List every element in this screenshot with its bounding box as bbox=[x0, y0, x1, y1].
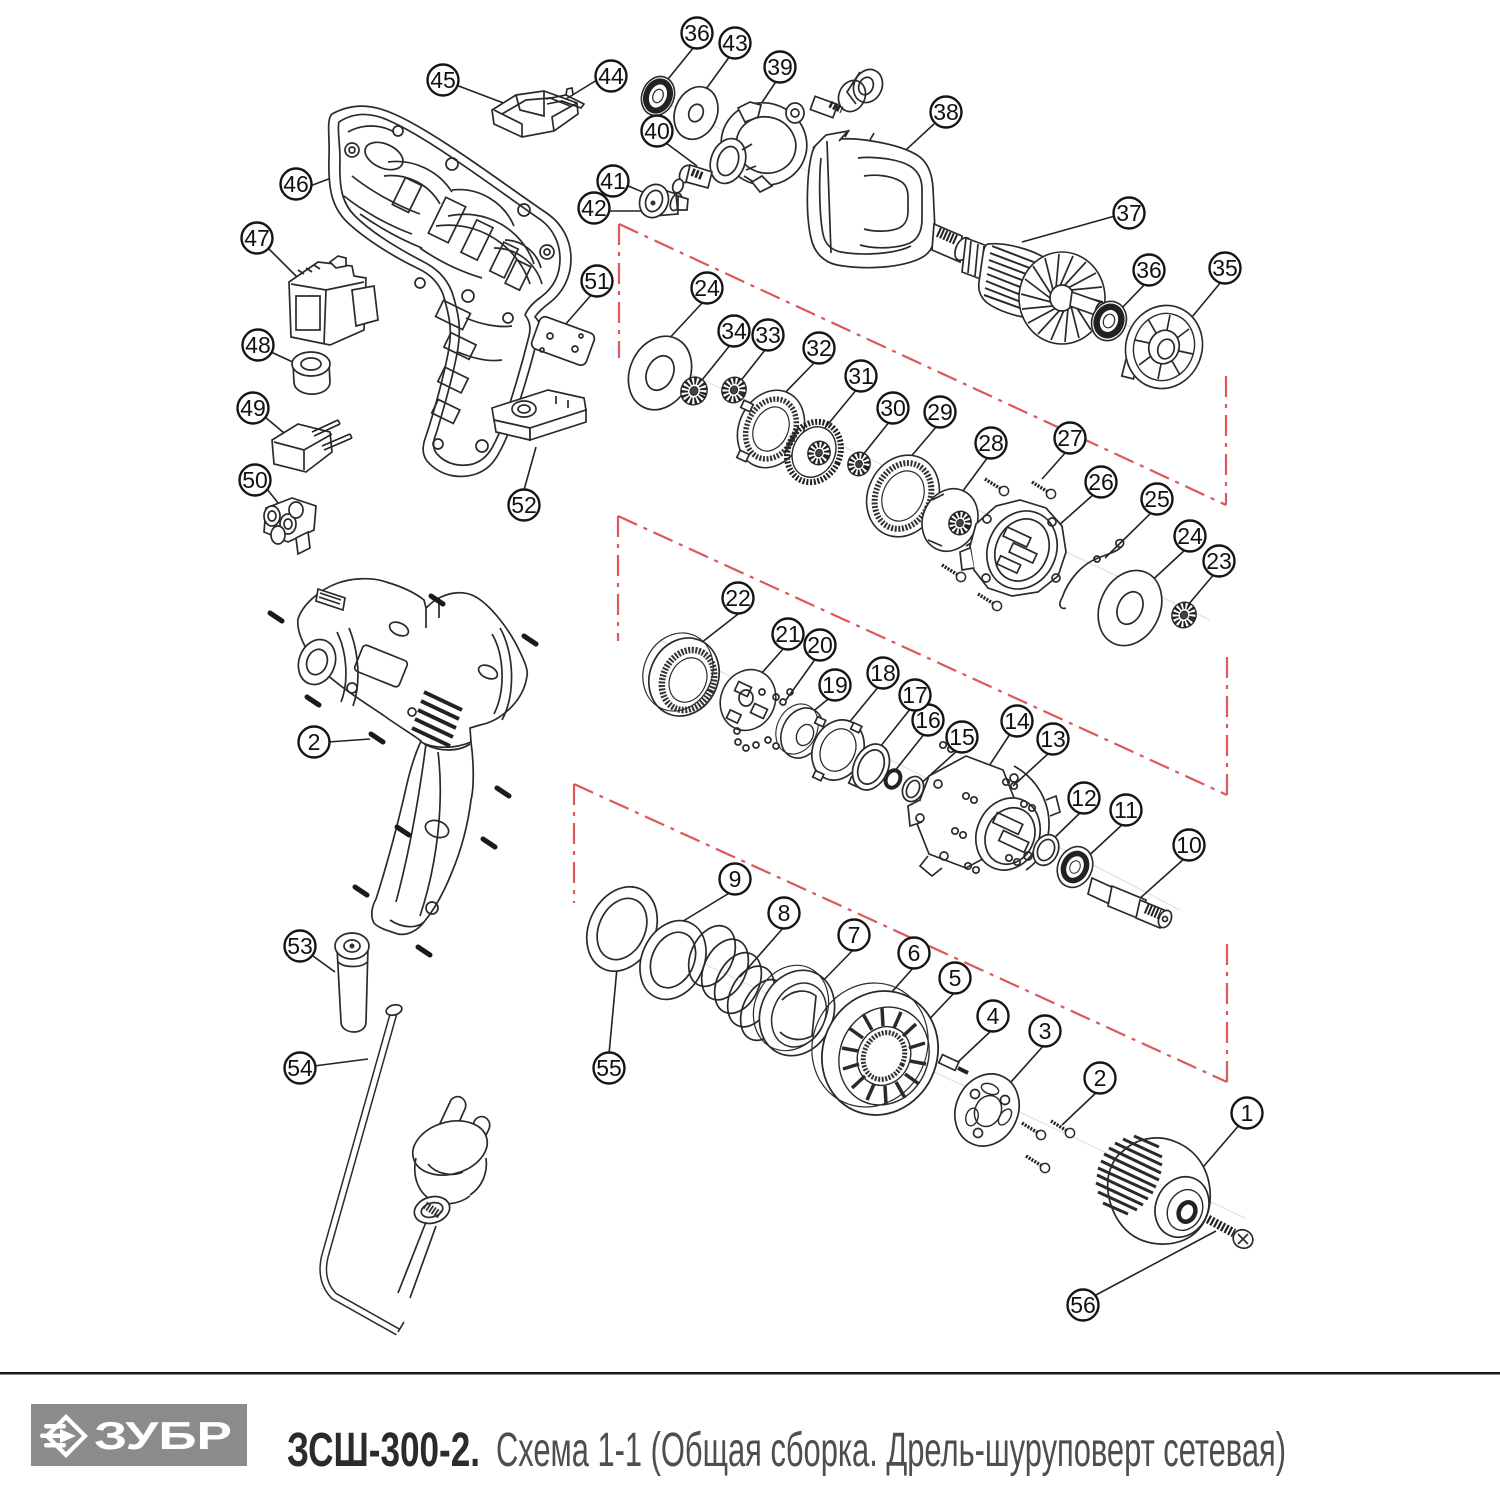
svg-text:28: 28 bbox=[978, 430, 1004, 456]
svg-text:32: 32 bbox=[806, 335, 832, 361]
svg-text:34: 34 bbox=[721, 318, 747, 344]
svg-text:13: 13 bbox=[1040, 726, 1066, 752]
svg-text:24: 24 bbox=[1177, 523, 1203, 549]
svg-text:30: 30 bbox=[880, 395, 906, 421]
svg-text:47: 47 bbox=[244, 225, 270, 251]
svg-text:22: 22 bbox=[725, 585, 751, 611]
svg-text:ЗСШ-300-2.: ЗСШ-300-2. bbox=[287, 1424, 480, 1477]
svg-text:14: 14 bbox=[1004, 708, 1030, 734]
svg-text:2: 2 bbox=[308, 729, 321, 755]
svg-text:15: 15 bbox=[949, 724, 975, 750]
svg-text:56: 56 bbox=[1070, 1292, 1096, 1318]
svg-text:37: 37 bbox=[1116, 200, 1142, 226]
svg-text:21: 21 bbox=[775, 621, 801, 647]
svg-text:10: 10 bbox=[1176, 832, 1202, 858]
svg-text:53: 53 bbox=[287, 933, 313, 959]
svg-text:27: 27 bbox=[1057, 425, 1083, 451]
svg-text:50: 50 bbox=[242, 467, 268, 493]
svg-text:25: 25 bbox=[1144, 486, 1170, 512]
svg-text:35: 35 bbox=[1212, 255, 1238, 281]
svg-text:18: 18 bbox=[870, 660, 896, 686]
svg-text:ЗУБР: ЗУБР bbox=[94, 1415, 232, 1458]
svg-text:2: 2 bbox=[1094, 1065, 1107, 1091]
svg-text:49: 49 bbox=[240, 395, 266, 421]
svg-text:1: 1 bbox=[1241, 1100, 1254, 1126]
svg-text:52: 52 bbox=[511, 492, 537, 518]
svg-text:20: 20 bbox=[807, 632, 833, 658]
svg-text:38: 38 bbox=[933, 99, 959, 125]
svg-text:43: 43 bbox=[722, 30, 748, 56]
svg-text:19: 19 bbox=[822, 672, 848, 698]
svg-text:36: 36 bbox=[1136, 257, 1162, 283]
svg-text:7: 7 bbox=[848, 922, 861, 948]
svg-text:4: 4 bbox=[987, 1003, 1000, 1029]
svg-text:9: 9 bbox=[729, 866, 742, 892]
svg-text:17: 17 bbox=[902, 682, 928, 708]
svg-text:46: 46 bbox=[283, 171, 309, 197]
svg-text:Схема 1-1 (Общая сборка. Дрель: Схема 1-1 (Общая сборка. Дрель-шуруповер… bbox=[496, 1424, 1286, 1477]
svg-text:51: 51 bbox=[584, 268, 610, 294]
svg-text:48: 48 bbox=[245, 332, 271, 358]
svg-text:8: 8 bbox=[778, 900, 791, 926]
svg-text:29: 29 bbox=[927, 399, 953, 425]
svg-text:3: 3 bbox=[1039, 1018, 1052, 1044]
svg-text:12: 12 bbox=[1071, 785, 1097, 811]
svg-text:45: 45 bbox=[430, 67, 456, 93]
svg-text:31: 31 bbox=[848, 363, 874, 389]
svg-text:42: 42 bbox=[581, 195, 607, 221]
svg-text:26: 26 bbox=[1088, 469, 1114, 495]
svg-text:40: 40 bbox=[644, 118, 670, 144]
svg-text:39: 39 bbox=[767, 54, 793, 80]
svg-text:41: 41 bbox=[600, 168, 626, 194]
svg-text:36: 36 bbox=[684, 20, 710, 46]
svg-text:33: 33 bbox=[755, 322, 781, 348]
svg-text:54: 54 bbox=[287, 1055, 313, 1081]
svg-text:24: 24 bbox=[694, 275, 720, 301]
svg-text:6: 6 bbox=[908, 940, 921, 966]
svg-text:44: 44 bbox=[598, 63, 624, 89]
svg-text:11: 11 bbox=[1114, 797, 1138, 823]
svg-text:16: 16 bbox=[915, 707, 941, 733]
svg-text:5: 5 bbox=[949, 965, 962, 991]
svg-text:23: 23 bbox=[1206, 548, 1232, 574]
svg-text:55: 55 bbox=[596, 1055, 622, 1081]
